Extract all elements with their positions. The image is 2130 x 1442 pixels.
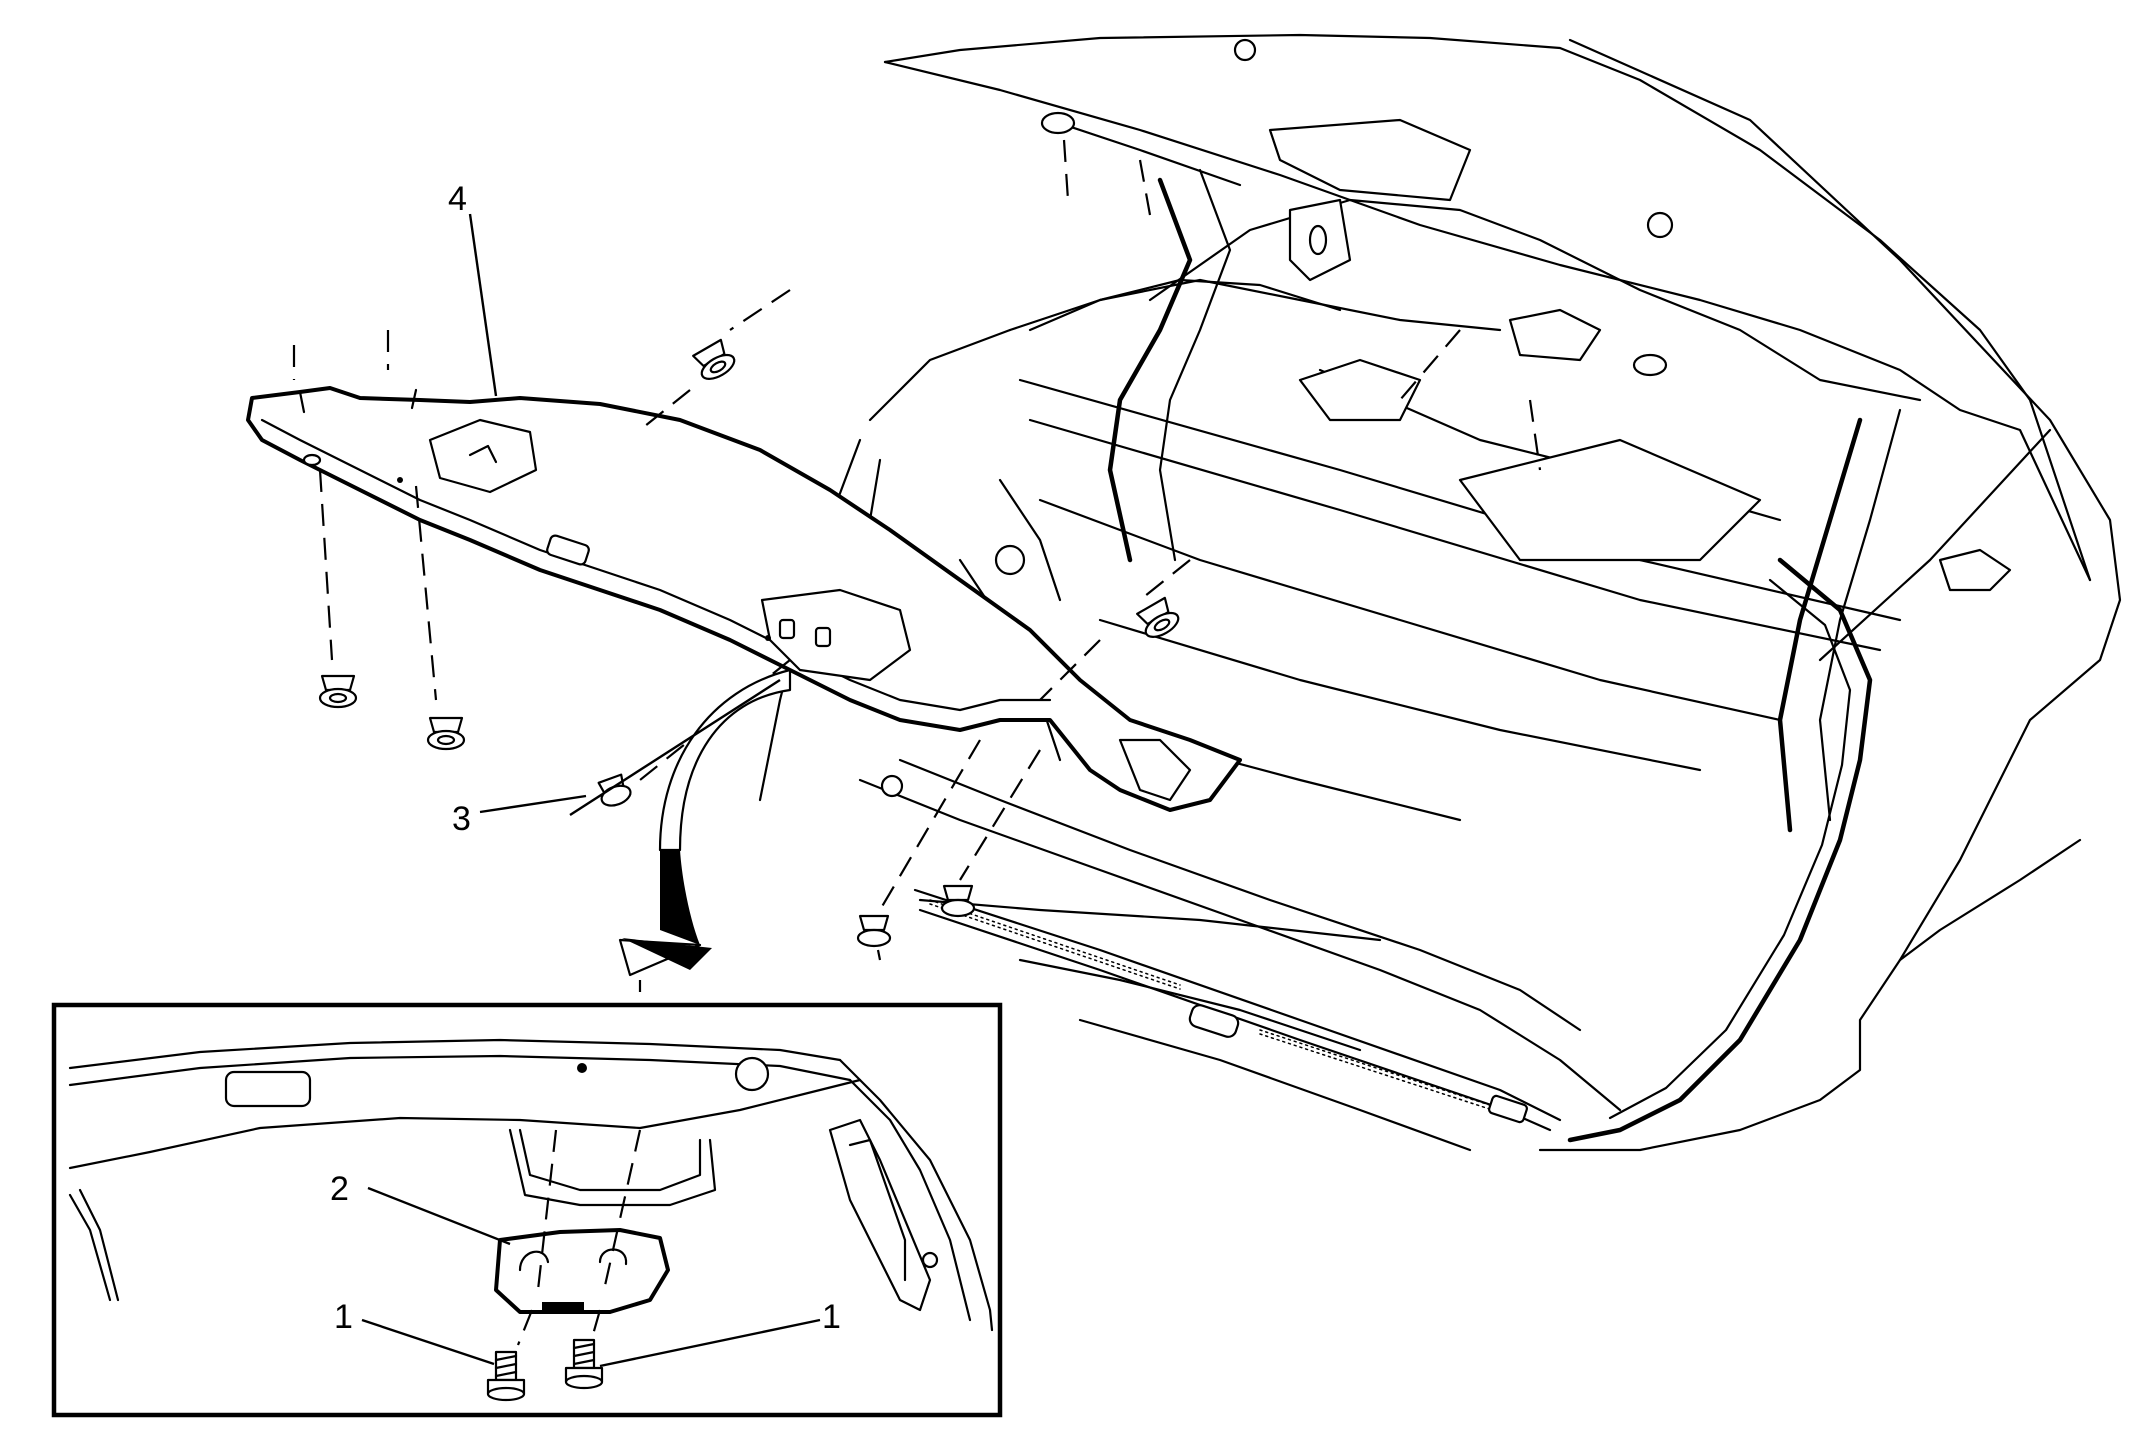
- panel-fastener-paths: [292, 289, 1191, 961]
- callout-labels: 4 3 2 1 1: [330, 180, 841, 1336]
- trunk-lid: [883, 33, 2092, 833]
- lid-fastener-paths: [1062, 139, 1542, 471]
- detail-inset: [51, 1002, 1003, 1418]
- callout-1-left: 1: [334, 1298, 353, 1336]
- trunk-lid-trim-panel: [246, 386, 1242, 812]
- removal-direction-arrow: [618, 668, 792, 992]
- vehicle-trunk-body: [758, 38, 2122, 1152]
- callout-2: 2: [330, 1170, 349, 1208]
- push-pin-retainers: [318, 338, 1180, 948]
- callout-3: 3: [452, 800, 471, 838]
- callout-leaders: [361, 213, 821, 1368]
- callout-1-right: 1: [822, 1298, 841, 1336]
- callout-4: 4: [448, 180, 467, 218]
